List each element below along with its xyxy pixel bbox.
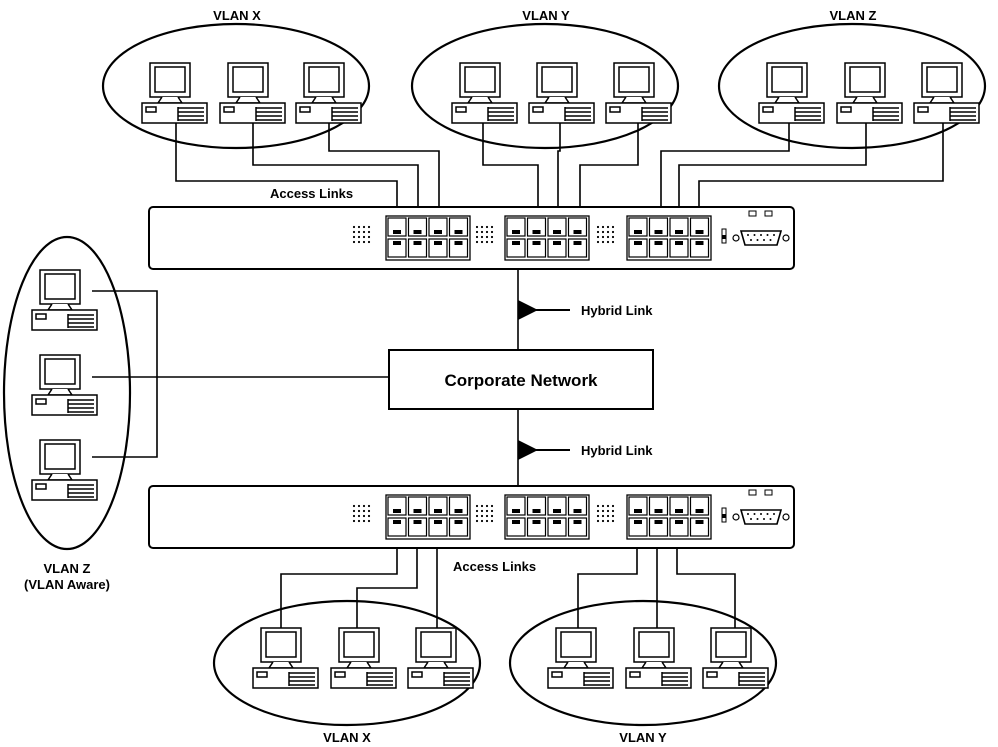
desktop-computer-icon (625, 627, 692, 689)
hybrid-link-bottom-label: Hybrid Link (581, 443, 653, 458)
desktop-computer-icon (528, 62, 595, 124)
desktop-computer-icon (836, 62, 903, 124)
desktop-computer-icon (141, 62, 208, 124)
vlan-y-top-label: VLAN Y (522, 8, 570, 23)
network-switch-icon-top (148, 206, 795, 270)
access-links-top-label: Access Links (270, 186, 353, 201)
vlan-aware-label: (VLAN Aware) (24, 577, 110, 592)
desktop-computer-icon (330, 627, 397, 689)
corporate-network-box (388, 349, 654, 410)
cable-line (252, 123, 419, 219)
vlan-z-top-label: VLAN Z (830, 8, 877, 23)
vlan-y-bottom-group (508, 599, 778, 727)
cables (92, 123, 944, 628)
desktop-computer-icon (219, 62, 286, 124)
desktop-computer-icon (913, 62, 980, 124)
cable-line (92, 290, 158, 458)
cable-line (579, 123, 639, 219)
cable-line (175, 123, 398, 219)
desktop-computer-icon (451, 62, 518, 124)
console-port-icon (721, 210, 790, 246)
desktop-computer-icon (31, 269, 98, 331)
access-links-bottom-label: Access Links (453, 559, 536, 574)
hybrid-link-top-label: Hybrid Link (581, 303, 653, 318)
desktop-computer-icon (295, 62, 362, 124)
corporate-network-label: Corporate Network (444, 371, 598, 390)
desktop-computer-icon (252, 627, 319, 689)
cable-line (660, 123, 790, 219)
vlan-y-top-group (410, 22, 680, 150)
vlan-z-left-group (2, 235, 132, 551)
vlan-x-top-group (101, 22, 371, 150)
vlan-x-bottom-label: VLAN X (323, 730, 371, 745)
cable-line (678, 123, 867, 219)
switches (148, 206, 795, 549)
console-port-icon (721, 489, 790, 525)
desktop-computer-icon (407, 627, 474, 689)
desktop-computer-icon (605, 62, 672, 124)
desktop-computer-icon (702, 627, 769, 689)
computers (31, 62, 980, 689)
vlan-x-bottom-group (212, 599, 482, 727)
vlan-z-left-label: VLAN Z (44, 561, 91, 576)
cable-line (557, 123, 561, 219)
network-switch-icon-bottom (148, 485, 795, 549)
desktop-computer-icon (31, 439, 98, 501)
desktop-computer-icon (758, 62, 825, 124)
vlan-y-bottom-label: VLAN Y (619, 730, 667, 745)
cable-line (482, 123, 539, 219)
cable-line (356, 520, 418, 628)
desktop-computer-icon (547, 627, 614, 689)
desktop-computer-icon (31, 354, 98, 416)
cable-line (328, 123, 440, 219)
cable-line (698, 123, 944, 219)
vlan-x-top-label: VLAN X (213, 8, 261, 23)
vlan-z-top-group (717, 22, 987, 150)
